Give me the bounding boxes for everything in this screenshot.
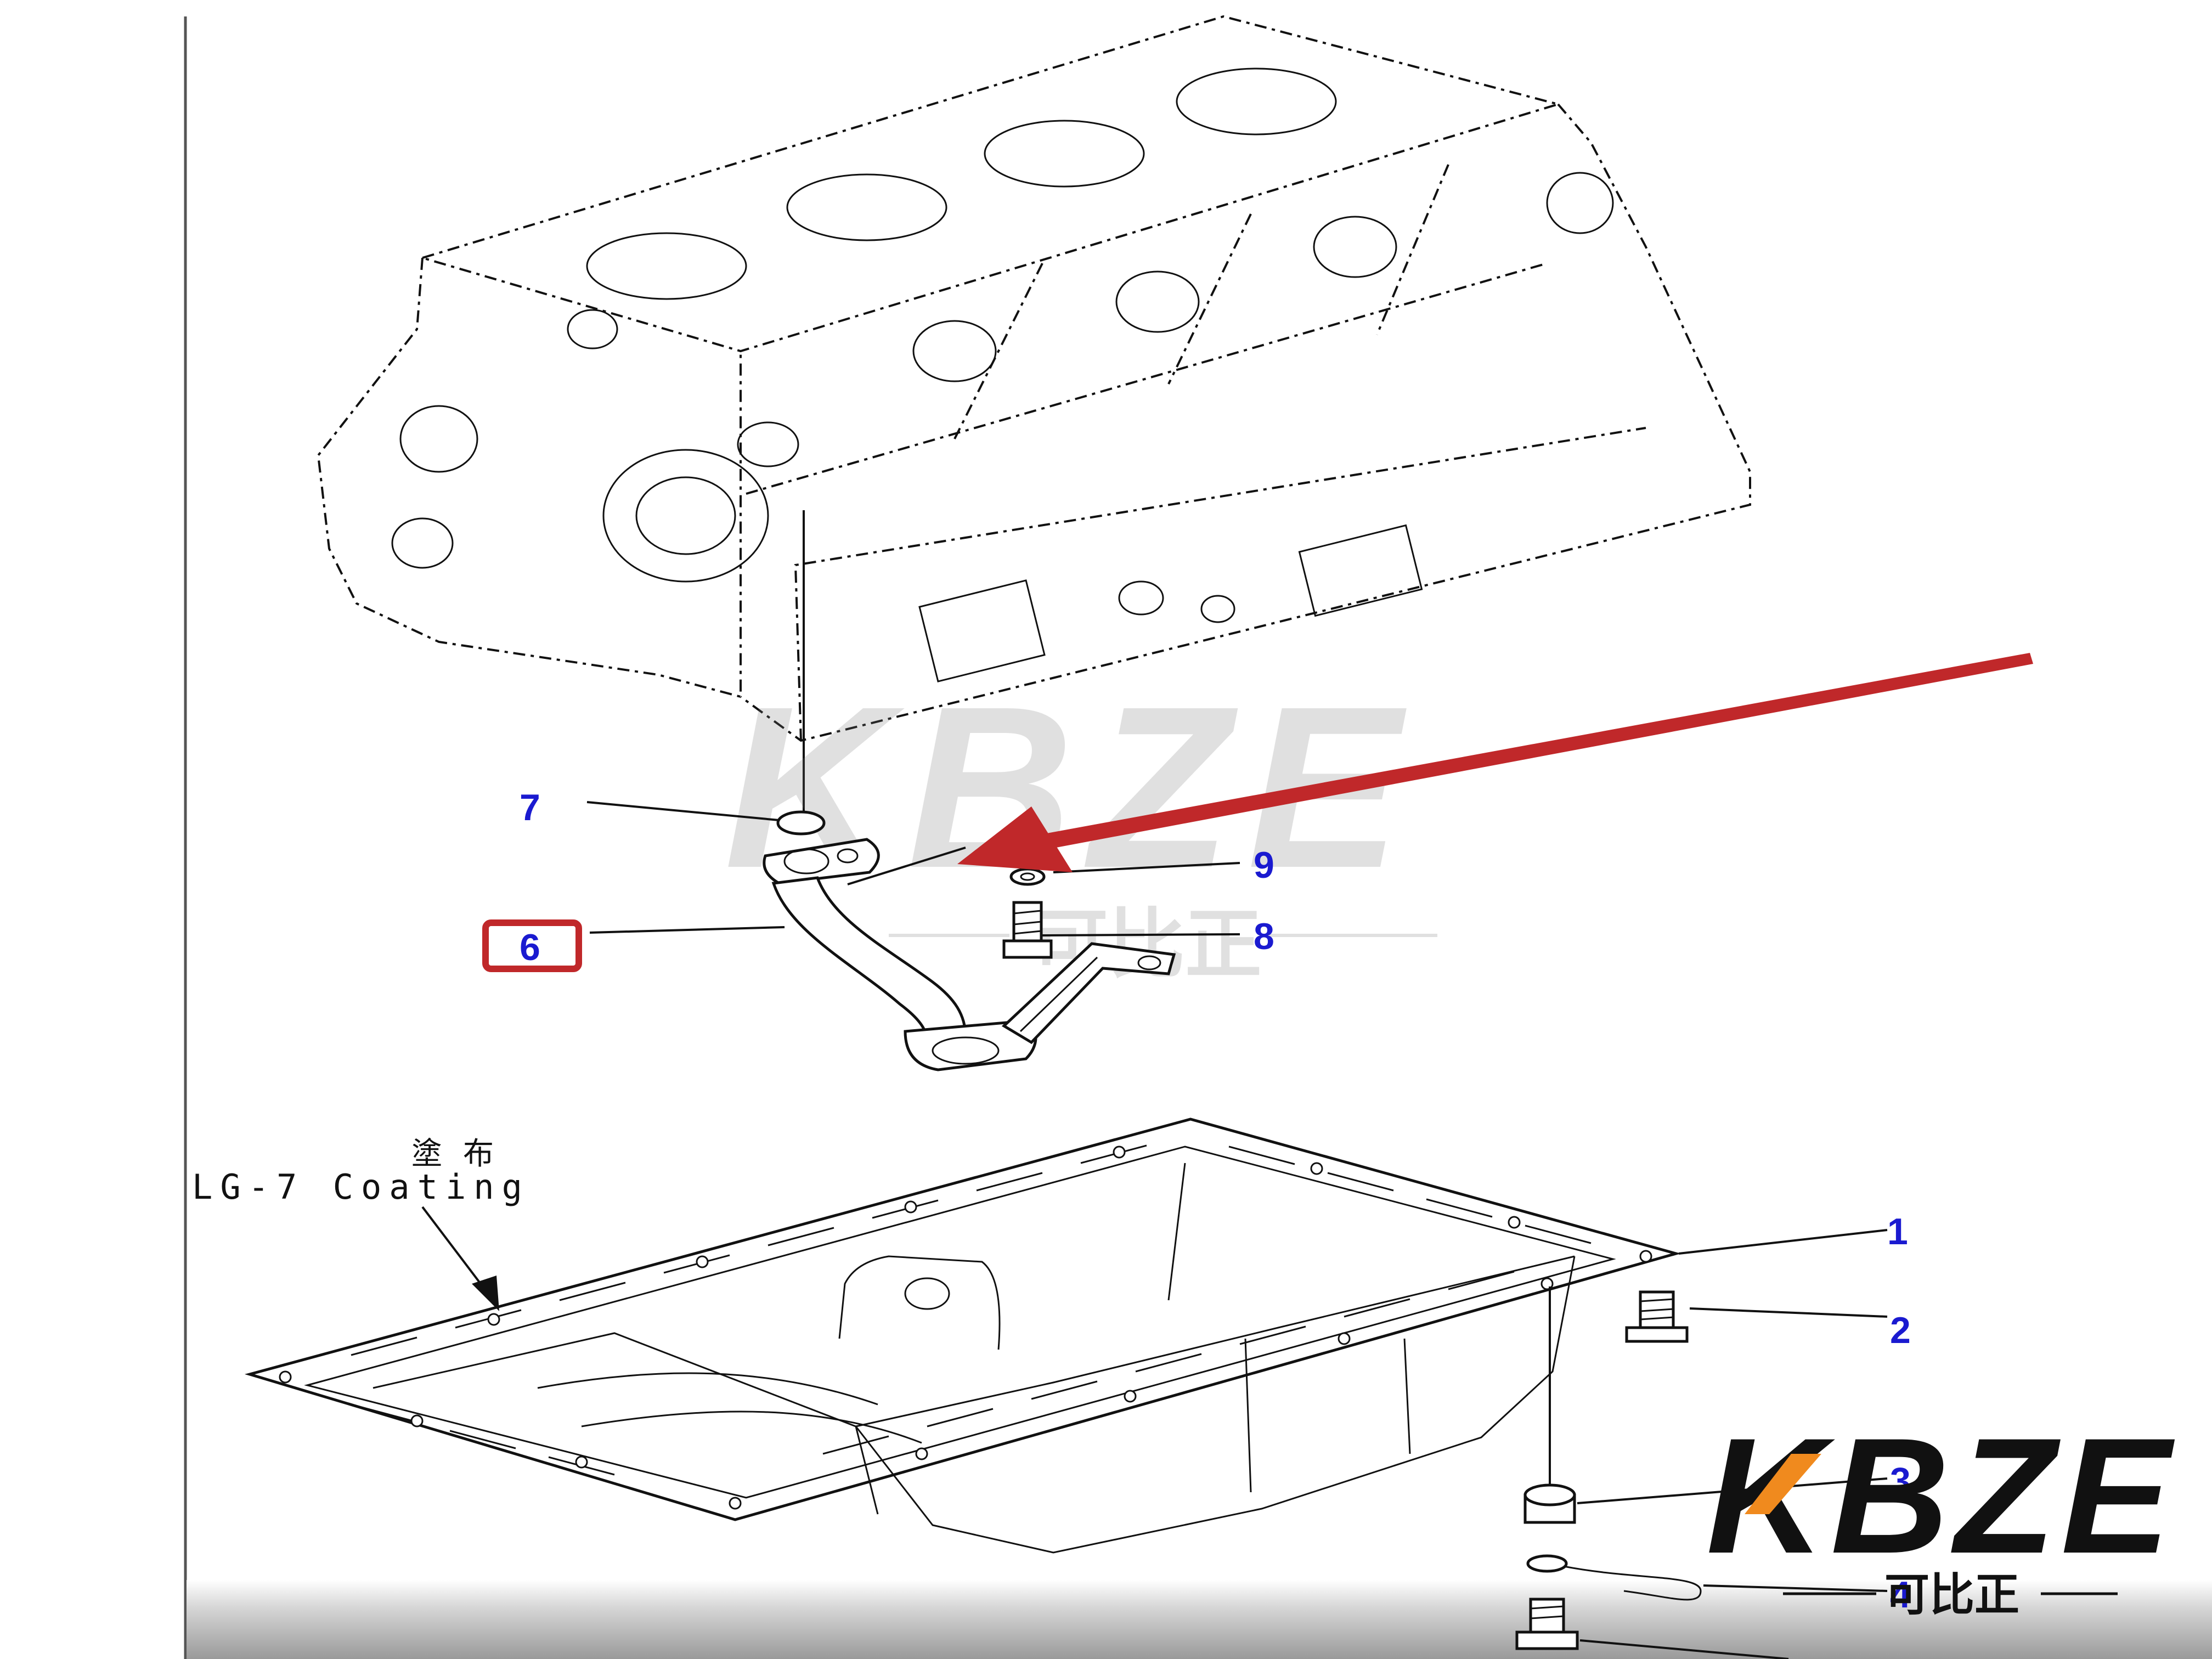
arrow-shaft bbox=[1008, 653, 2033, 856]
pan-bolt-part bbox=[1625, 1290, 1689, 1343]
callout-6: 6 bbox=[520, 927, 540, 968]
callout-7: 7 bbox=[520, 787, 540, 828]
washer-part bbox=[1009, 867, 1046, 886]
o-ring-part bbox=[776, 810, 826, 836]
bolt-part bbox=[1002, 901, 1053, 959]
drain-gasket-part bbox=[1526, 1554, 1702, 1601]
drain-plug-part bbox=[1515, 1598, 1579, 1650]
callout-2: 2 bbox=[1890, 1310, 1911, 1351]
leader-lines-upper bbox=[586, 801, 1240, 936]
oil-suction-pipe bbox=[763, 810, 1176, 1071]
oil-pan bbox=[244, 1118, 1681, 1554]
engine-block bbox=[317, 15, 1751, 817]
arrow-head bbox=[957, 806, 1073, 872]
callout-6-highlight-box bbox=[482, 919, 582, 972]
coating-arrowhead bbox=[472, 1276, 499, 1311]
brand-logo-sub: 可比正 bbox=[1884, 1569, 2019, 1621]
callout-9: 9 bbox=[1254, 844, 1274, 886]
callout-3: 3 bbox=[1890, 1460, 1911, 1502]
brand-logo-accent bbox=[1745, 1454, 1821, 1514]
leader-lines-lower bbox=[1577, 1229, 1888, 1659]
highlight-arrow bbox=[957, 653, 2033, 872]
coating-note-en: LG-7 Coating bbox=[192, 1167, 530, 1207]
drain-adapter-part bbox=[1523, 1483, 1576, 1524]
callout-4: 4 bbox=[1890, 1574, 1911, 1616]
brand-logo: KBZE 可比正 bbox=[1706, 1403, 2171, 1621]
callout-1: 1 bbox=[1887, 1211, 1908, 1252]
callout-8: 8 bbox=[1254, 916, 1274, 957]
coating-note-cn: 塗布 bbox=[411, 1136, 515, 1172]
